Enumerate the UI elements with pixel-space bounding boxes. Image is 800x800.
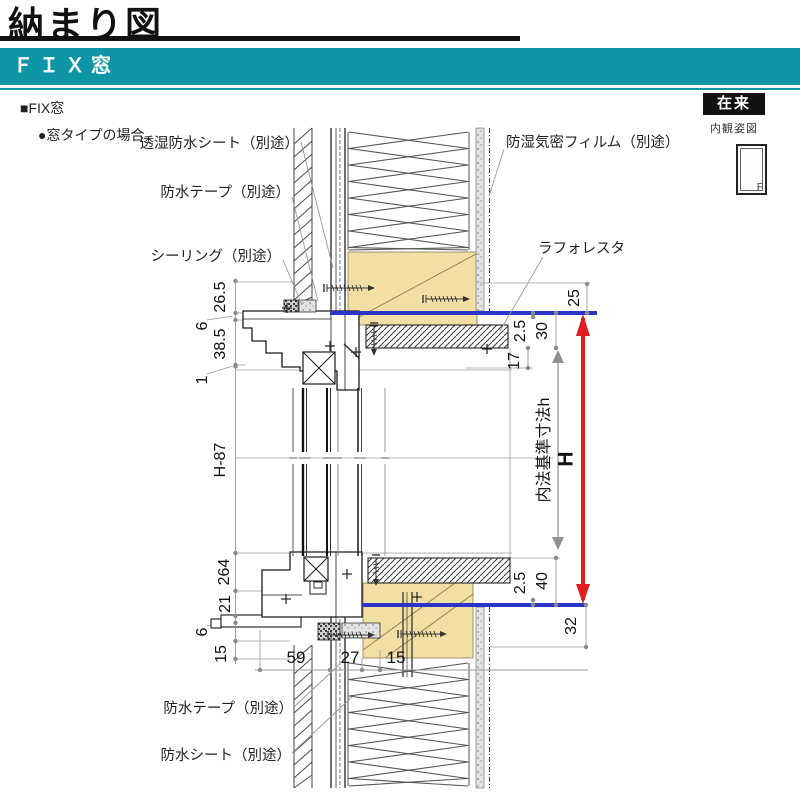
window-sill-frame (210, 551, 381, 641)
dim-right-32: 32 (563, 617, 580, 635)
fasteners (281, 284, 492, 639)
callout-film: 防湿気密フィルム（別途） (506, 134, 679, 151)
inner-height-dimension (552, 350, 564, 550)
dim-height-label: H (555, 451, 578, 466)
banner-rule (0, 88, 800, 90)
dim-right-40: 40 (534, 572, 551, 590)
height-dimension-red (576, 314, 590, 604)
dimension-lines (233, 278, 590, 673)
callout-sheet-top: 透湿防水シート（別途） (140, 135, 300, 152)
dim-bottom-59: 59 (287, 648, 306, 667)
blue-reference-lines (330, 311, 597, 607)
callout-tape-top: 防水テープ（別途） (160, 184, 290, 201)
dim-left-1: 1 (194, 375, 211, 384)
dim-right-2-5-bottom: 2.5 (512, 572, 529, 594)
wall-layers (293, 127, 490, 789)
elevation-mark: F (756, 182, 763, 193)
dim-left-6-top: 6 (194, 321, 211, 330)
callout-sheet-bottom: 防水シート（別途） (161, 747, 292, 764)
insulation-symbol (347, 131, 470, 787)
window-elevation-icon: F (736, 144, 767, 195)
title-underline (0, 36, 520, 41)
dim-left-264: 264 (216, 559, 233, 586)
dim-left-h87: H-87 (212, 443, 229, 478)
dim-bottom-27: 27 (341, 648, 360, 667)
callout-product: ラフォレスタ (538, 240, 625, 257)
section-heading: ■FIX窓 (20, 100, 65, 116)
dim-inner-height-label: 内法基準寸法h (535, 398, 553, 503)
callout-tape-bottom: 防水テープ（別途） (163, 700, 293, 717)
construction-method-badge: 在来 (703, 93, 765, 115)
dim-left-21: 21 (217, 595, 234, 613)
dim-left-38-5: 38.5 (212, 328, 229, 359)
dim-right-2-5-top: 2.5 (512, 320, 529, 342)
section-banner: ＦＩＸ窓 (0, 48, 800, 85)
glazing-lines (289, 388, 389, 556)
section-subheading: ●窓タイプの場合 (38, 127, 145, 143)
callout-sealing: シーリング（別途） (151, 248, 282, 265)
dim-right-25: 25 (566, 289, 583, 307)
interior-casing (365, 324, 511, 584)
dim-right-17: 17 (506, 352, 523, 370)
dim-right-30: 30 (534, 322, 551, 340)
dim-bottom-15: 15 (387, 648, 406, 667)
banner-label: ＦＩＸ窓 (13, 55, 117, 77)
elevation-caption: 内観姿図 (710, 123, 758, 135)
dim-left-26-5: 26.5 (212, 281, 229, 312)
dim-left-6-bottom: 6 (194, 627, 211, 636)
callout-leader-lines (282, 141, 544, 754)
drawing-labels: 透湿防水シート（別途） 防水テープ（別途） シーリング（別途） 防湿気密フィルム… (140, 134, 680, 764)
dim-left-15: 15 (213, 645, 230, 663)
